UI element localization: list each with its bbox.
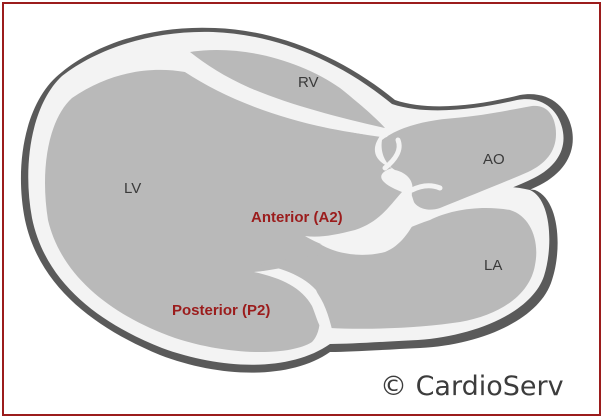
copyright-text: © CardioServ xyxy=(380,371,564,402)
anterior-leaflet xyxy=(320,196,418,255)
ao-label: AO xyxy=(483,151,505,168)
aortic-valve xyxy=(382,137,443,193)
lv-cavity xyxy=(45,69,402,353)
rv-cavity xyxy=(190,49,385,128)
rv-label: RV xyxy=(298,74,319,91)
anterior-leaflet-label: Anterior (A2) xyxy=(251,209,343,226)
la-label: LA xyxy=(484,257,502,274)
interventricular-septum xyxy=(181,64,389,138)
la-cavity xyxy=(255,208,537,329)
posterior-leaflet-label: Posterior (P2) xyxy=(172,302,270,319)
lv-label: LV xyxy=(124,180,141,197)
posterior-leaflet xyxy=(254,271,334,338)
